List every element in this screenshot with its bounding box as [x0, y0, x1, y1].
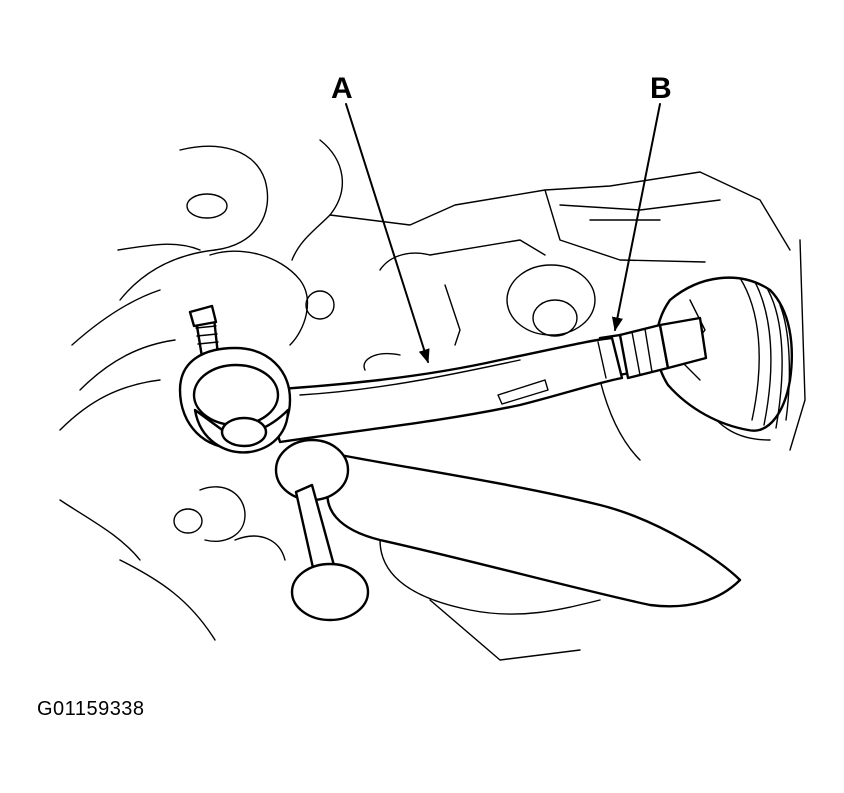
- tie-rod-and-jam-nut: [598, 316, 708, 380]
- callout-a-leader: [345, 103, 430, 364]
- lower-control-arm: [274, 438, 742, 661]
- ball-joint-housing: [178, 304, 292, 454]
- callout-b-leader: [611, 103, 661, 332]
- tie-rod-end-body: [263, 336, 624, 444]
- callout-label-b: B: [650, 72, 672, 105]
- background-chassis-outline: [59, 139, 806, 641]
- steering-rack-boot: [655, 276, 793, 432]
- callout-label-a: A: [331, 72, 353, 105]
- figure-id: G01159338: [37, 698, 145, 720]
